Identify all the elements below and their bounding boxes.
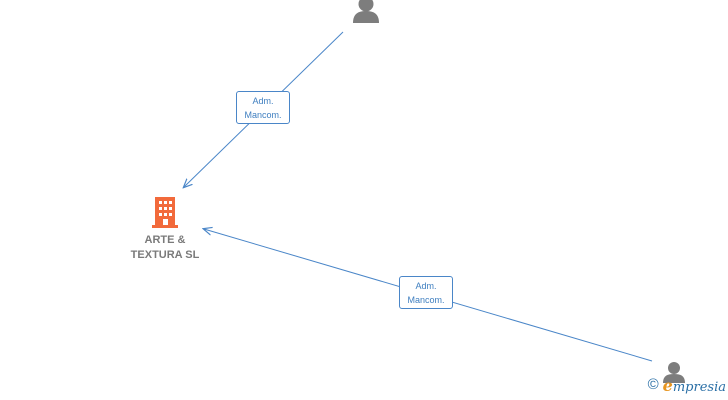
brand-first-letter: e [662, 375, 673, 395]
copyright-symbol: © [647, 376, 659, 393]
person-icon [663, 362, 685, 383]
edge-label-line2: Mancom. [244, 110, 282, 120]
person-node-bottom-right[interactable] [661, 359, 687, 388]
brand-rest: mpresia [672, 379, 726, 395]
brand-logo: © empresia [647, 376, 726, 395]
edge-label-line2: Mancom. [407, 295, 445, 305]
edge-label-top[interactable]: Adm. Mancom. [236, 91, 290, 124]
brand-name: empresia [663, 376, 726, 395]
building-icon [152, 197, 178, 228]
person-node-top[interactable] [350, 0, 382, 29]
edge-label-line1: Adm. [252, 96, 274, 106]
edge-label-bottom-right[interactable]: Adm. Mancom. [399, 276, 453, 309]
person-icon [353, 0, 379, 23]
company-name: ARTE & TEXTURA SL [130, 234, 200, 261]
company-node[interactable]: ARTE & TEXTURA SL [113, 195, 217, 263]
edge-label-line1: Adm. [415, 281, 437, 291]
